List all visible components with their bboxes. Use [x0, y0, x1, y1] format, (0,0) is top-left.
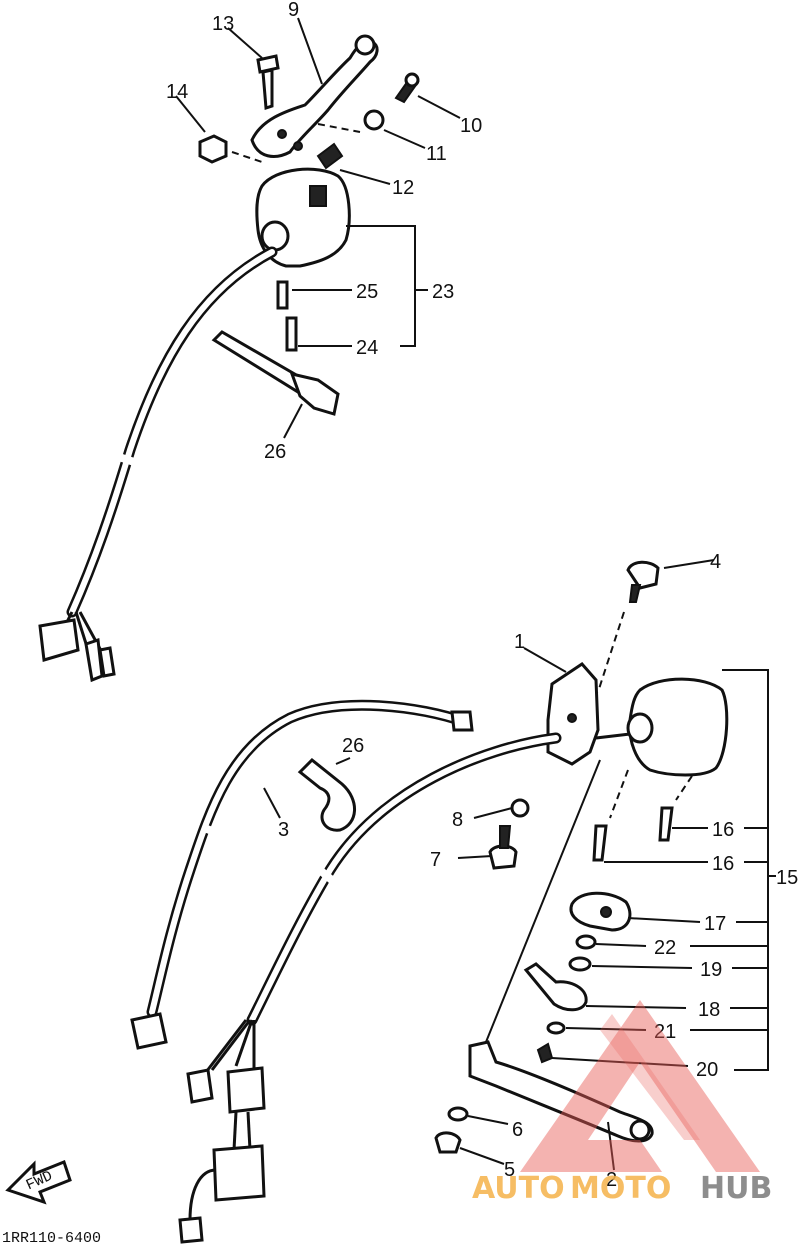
- callout-25: 25: [356, 281, 378, 303]
- bolt-7: [488, 844, 518, 870]
- callout-17: 17: [704, 913, 726, 935]
- callout-16-b: 16: [712, 853, 734, 875]
- fwd-arrow-icon: [5, 1160, 72, 1205]
- callout-12: 12: [392, 177, 414, 199]
- callout-24: 24: [356, 337, 378, 359]
- callout-16-a: 16: [712, 819, 734, 841]
- callout-8: 8: [452, 809, 463, 831]
- screw-24: [285, 316, 298, 352]
- watermark-logo-triangle: [520, 1000, 760, 1172]
- callout-10: 10: [460, 115, 482, 137]
- washer-19: [568, 956, 592, 972]
- callout-7: 7: [430, 849, 441, 871]
- clip-20: [536, 1042, 554, 1064]
- callout-11: 11: [426, 143, 447, 165]
- lower-right-switch-assembly: [5, 559, 776, 1244]
- callout-6: 6: [512, 1119, 523, 1141]
- lever-2: [468, 1040, 654, 1143]
- callout-15: 15: [776, 867, 798, 889]
- callout-4: 4: [710, 551, 721, 573]
- callout-2: 2: [606, 1169, 617, 1191]
- nut-5: [434, 1131, 462, 1154]
- washer-6: [447, 1106, 469, 1122]
- nut-8: [510, 798, 530, 818]
- callout-23: 23: [432, 281, 454, 303]
- callout-14: 14: [166, 81, 188, 103]
- screw-16a: [658, 806, 674, 842]
- callout-5: 5: [504, 1159, 515, 1181]
- connector-harness-a: [226, 1066, 266, 1114]
- callout-26-upper: 26: [264, 441, 286, 463]
- washer-11: [363, 109, 385, 131]
- cable-tie-26-lower: [297, 757, 356, 832]
- upper-left-switch-assembly: [38, 17, 461, 683]
- callout-13: 13: [212, 13, 234, 35]
- connector-upper-a: [38, 618, 80, 662]
- automotohub-watermark: AUTO MOTO HUB: [472, 1000, 772, 1206]
- nut-14: [198, 134, 228, 164]
- callout-22: 22: [654, 937, 676, 959]
- callout-1: 1: [514, 631, 525, 653]
- spring-12: [316, 142, 344, 170]
- bolt-13: [256, 54, 280, 74]
- drawing-code: 1RR110-6400: [2, 1230, 101, 1247]
- screw-16b: [592, 824, 608, 862]
- watermark-hub: HUB: [700, 1171, 772, 1206]
- callout-21: 21: [654, 1021, 676, 1043]
- washer-21: [546, 1021, 566, 1035]
- callout-9: 9: [288, 0, 299, 21]
- washer-22: [575, 934, 597, 950]
- connector-3: [130, 1012, 168, 1050]
- callout-26-lower: 26: [342, 735, 364, 757]
- watermark-auto: AUTO: [472, 1171, 565, 1206]
- callout-3: 3: [278, 819, 289, 841]
- callout-19: 19: [700, 959, 722, 981]
- cam-18: [523, 962, 588, 1012]
- callout-18: 18: [698, 999, 720, 1021]
- watermark-moto: MOTO: [570, 1171, 671, 1206]
- bolt-4: [626, 560, 660, 590]
- screw-25: [276, 280, 289, 310]
- callout-20: 20: [696, 1059, 718, 1081]
